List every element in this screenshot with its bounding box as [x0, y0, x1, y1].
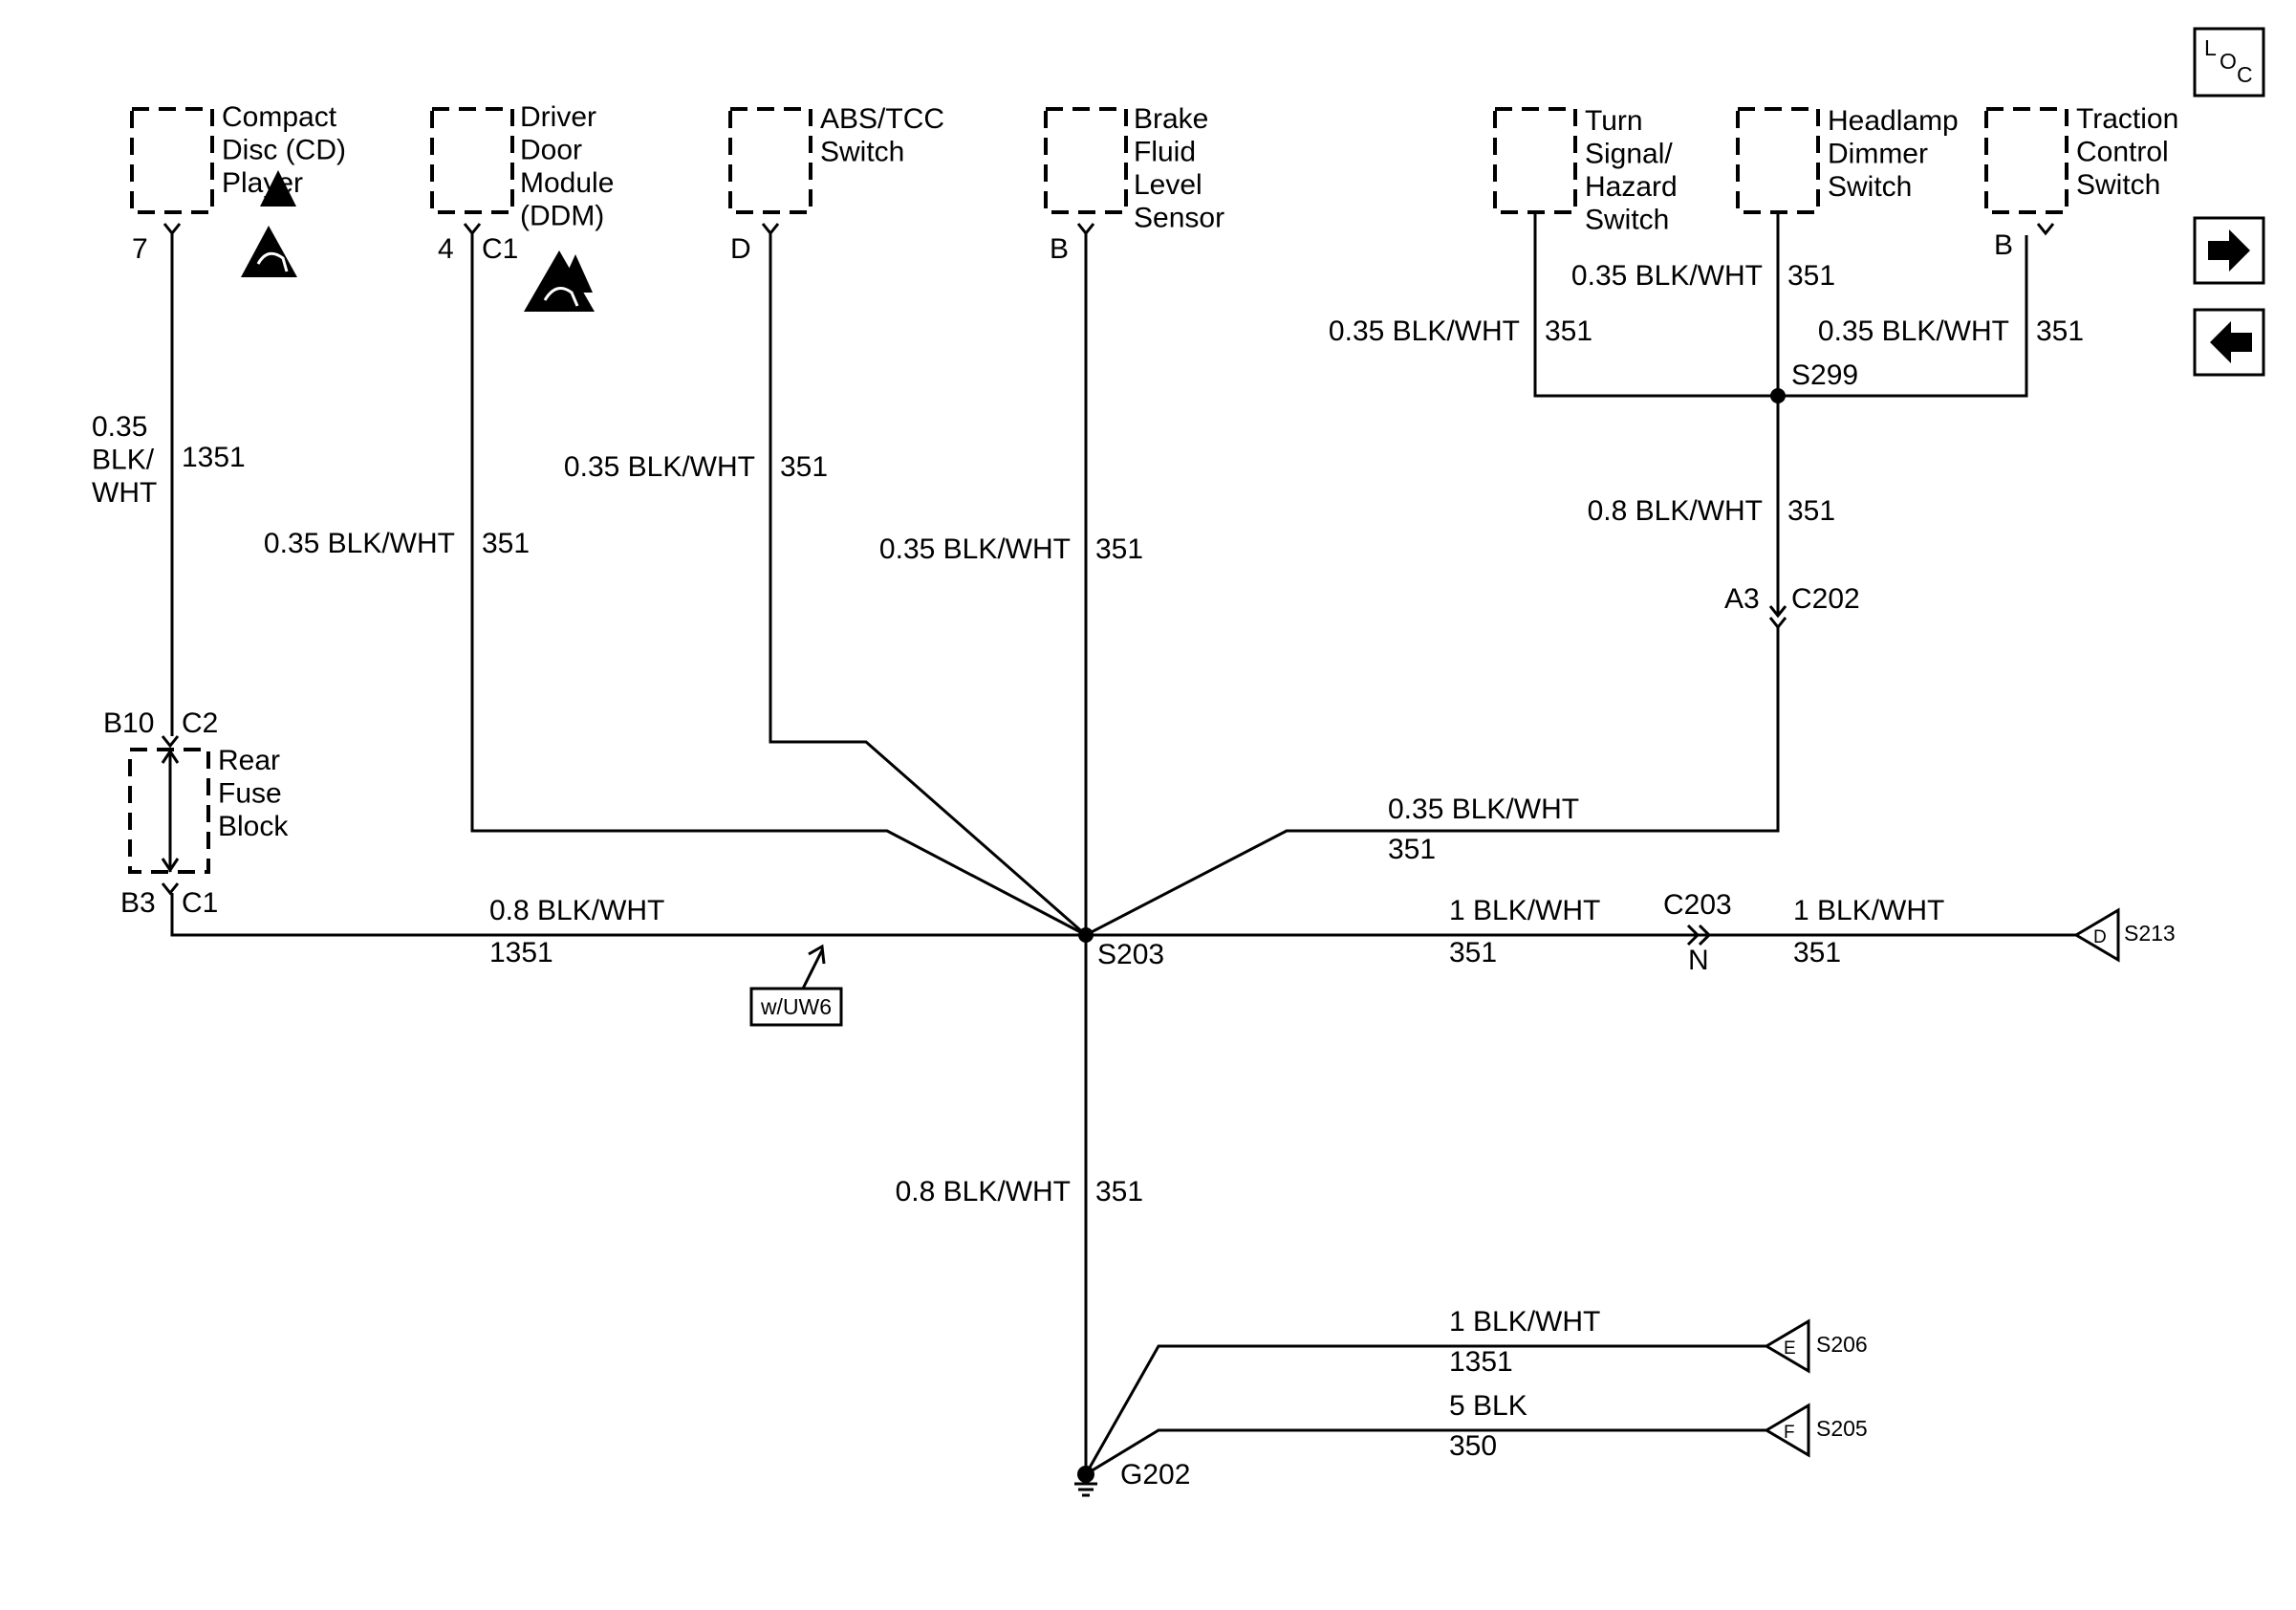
s205-wire-circuit: 350	[1449, 1430, 1497, 1462]
s299-label: S299	[1791, 359, 1858, 391]
svg-text:C: C	[2237, 62, 2253, 87]
ddm-box	[430, 107, 514, 214]
cd-pin: 7	[132, 233, 148, 265]
abs-wire-circuit: 351	[780, 451, 828, 483]
option-note: w/UW6	[760, 994, 832, 1019]
g202-splice	[1077, 1466, 1094, 1483]
brake-wire-gauge: 0.35 BLK/WHT	[879, 533, 1071, 565]
ddm-pin: 4	[438, 233, 454, 265]
location-button[interactable]: L O C	[2193, 27, 2265, 98]
c203-to-s213-circuit: 351	[1793, 937, 1841, 968]
ddm-wire-circuit: 351	[482, 528, 530, 559]
abs-tcc-pin: D	[730, 233, 751, 265]
svg-text:D: D	[2093, 927, 2107, 947]
fuse-to-s203-circuit: 1351	[489, 937, 553, 968]
traction-wire-gauge: 0.35 BLK/WHT	[1818, 315, 2009, 347]
c203-pin: N	[1688, 945, 1709, 976]
s203-to-g202-circuit: 351	[1095, 1176, 1143, 1208]
svg-text:F: F	[1784, 1423, 1795, 1443]
s299-down-gauge: 0.8 BLK/WHT	[1588, 495, 1763, 527]
svg-text:S205: S205	[1816, 1416, 1868, 1441]
c203-label: C203	[1663, 889, 1732, 921]
turn-wire-gauge: 0.35 BLK/WHT	[1329, 315, 1520, 347]
s206-wire-circuit: 1351	[1449, 1346, 1513, 1378]
turn-wire-circuit: 351	[1545, 315, 1592, 347]
fuse-to-s203-gauge: 0.8 BLK/WHT	[489, 895, 664, 926]
s203-to-c203-gauge: 1 BLK/WHT	[1449, 895, 1600, 926]
left-arrow-icon	[2210, 321, 2252, 363]
svg-text:L: L	[2204, 35, 2217, 60]
option-note-box	[749, 987, 843, 1027]
cd-wire-circuit: 1351	[182, 442, 246, 473]
svg-text:S213: S213	[2124, 921, 2176, 946]
ddm-wire-gauge: 0.35 BLK/WHT	[264, 528, 455, 559]
abs-tcc-box	[728, 107, 812, 214]
rfb-top-conn: C2	[182, 707, 218, 739]
rfb-top-pin: B10	[103, 707, 154, 739]
s203-splice	[1078, 927, 1094, 943]
prev-page-button[interactable]	[2193, 308, 2265, 377]
wires	[161, 214, 2076, 1497]
cd-player-box	[130, 107, 214, 214]
traction-pin: B	[1994, 229, 2013, 261]
s205-wire-gauge: 5 BLK	[1449, 1390, 1527, 1422]
esd-warning-icon	[524, 250, 595, 312]
s206-wire-gauge: 1 BLK/WHT	[1449, 1306, 1600, 1338]
headlamp-wire-gauge: 0.35 BLK/WHT	[1571, 260, 1763, 292]
turn-signal-box	[1493, 107, 1577, 214]
pin-forks	[162, 223, 2055, 236]
s203-label: S203	[1097, 939, 1164, 970]
headlamp-wire-circuit: 351	[1787, 260, 1835, 292]
c202-to-s203-gauge: 0.35 BLK/WHT	[1388, 794, 1579, 825]
offpage-s213: D S213	[2073, 907, 2176, 963]
brake-fluid-pin: B	[1050, 233, 1069, 265]
rfb-bottom-pin: B3	[120, 887, 156, 919]
g202-label: G202	[1120, 1459, 1190, 1490]
rfb-bottom-conn: C1	[182, 887, 218, 919]
svg-text:S206: S206	[1816, 1332, 1868, 1357]
s299-down-circuit: 351	[1787, 495, 1835, 527]
offpage-s206: E S206	[1764, 1318, 1868, 1374]
svg-text:O: O	[2220, 49, 2237, 74]
s299-splice	[1770, 388, 1786, 403]
right-arrow-icon	[2208, 229, 2250, 272]
s203-to-g202-gauge: 0.8 BLK/WHT	[896, 1176, 1071, 1208]
abs-wire-gauge: 0.35 BLK/WHT	[564, 451, 755, 483]
s203-to-c203-circuit: 351	[1449, 937, 1497, 968]
traction-control-box	[1984, 107, 2069, 214]
svg-text:E: E	[1784, 1338, 1796, 1359]
ddm-connector: C1	[482, 233, 518, 265]
brake-fluid-box	[1044, 107, 1128, 214]
c202-pin: A3	[1724, 583, 1760, 615]
offpage-s205: F S205	[1764, 1403, 1868, 1458]
traction-wire-circuit: 351	[2036, 315, 2084, 347]
c202-to-s203-circuit: 351	[1388, 834, 1436, 865]
headlamp-dimmer-box	[1736, 107, 1820, 214]
esd-warning-icon	[241, 170, 297, 277]
next-page-button[interactable]	[2193, 216, 2265, 285]
c202-label: C202	[1791, 583, 1860, 615]
c203-to-s213-gauge: 1 BLK/WHT	[1793, 895, 1944, 926]
brake-wire-circuit: 351	[1095, 533, 1143, 565]
